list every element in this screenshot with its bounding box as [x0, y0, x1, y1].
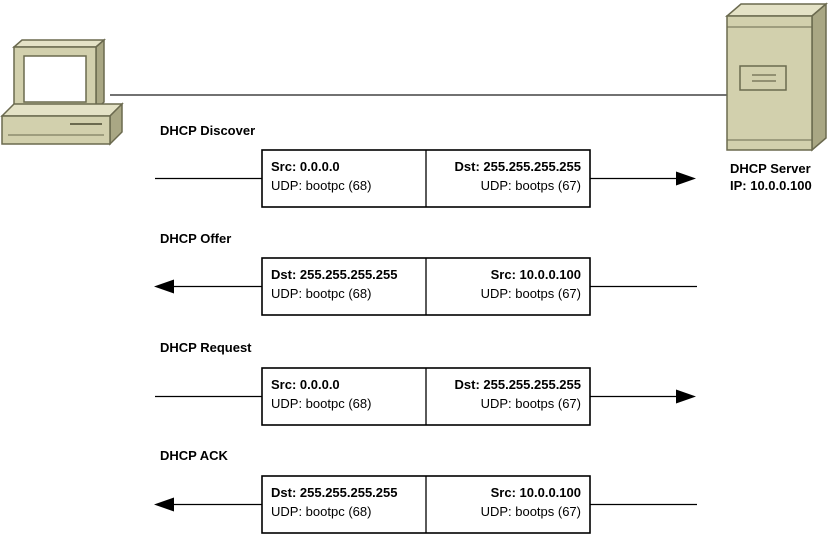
packet-left-port: UDP: bootpc (68) [271, 286, 372, 301]
packet-left-port: UDP: bootpc (68) [271, 504, 372, 519]
packet-right-port: UDP: bootps (67) [480, 396, 581, 411]
packet-left-header: Src: 0.0.0.0 [271, 159, 340, 174]
message-sequence [154, 149, 697, 534]
server-name: DHCP Server [730, 161, 811, 176]
packet-right-header: Dst: 255.255.255.255 [454, 377, 581, 392]
packet-left-header: Dst: 255.255.255.255 [271, 267, 398, 282]
packet-right-header: Dst: 255.255.255.255 [454, 159, 581, 174]
server-ip: IP: 10.0.0.100 [730, 178, 812, 193]
step-title: DHCP ACK [160, 448, 228, 463]
server-label: DHCP Server IP: 10.0.0.100 [730, 160, 812, 194]
packet-right-port: UDP: bootps (67) [480, 286, 581, 301]
step-title: DHCP Discover [160, 123, 256, 138]
arrowhead-right-icon [676, 171, 696, 186]
packet-right-header: Src: 10.0.0.100 [490, 267, 581, 282]
packet-right-port: UDP: bootps (67) [480, 504, 581, 519]
arrowhead-left-icon [154, 497, 174, 512]
packet-left-header: Src: 0.0.0.0 [271, 377, 340, 392]
arrowhead-left-icon [154, 279, 174, 294]
step-title: DHCP Request [160, 340, 252, 355]
packet-right-port: UDP: bootps (67) [480, 178, 581, 193]
packet-left-port: UDP: bootpc (68) [271, 396, 372, 411]
computer-icon [0, 38, 124, 146]
server-icon [724, 2, 829, 152]
packet-right-header: Src: 10.0.0.100 [490, 485, 581, 500]
step-title: DHCP Offer [160, 231, 232, 246]
packet-left-port: UDP: bootpc (68) [271, 178, 372, 193]
arrowhead-right-icon [676, 389, 696, 404]
packet-left-header: Dst: 255.255.255.255 [271, 485, 398, 500]
